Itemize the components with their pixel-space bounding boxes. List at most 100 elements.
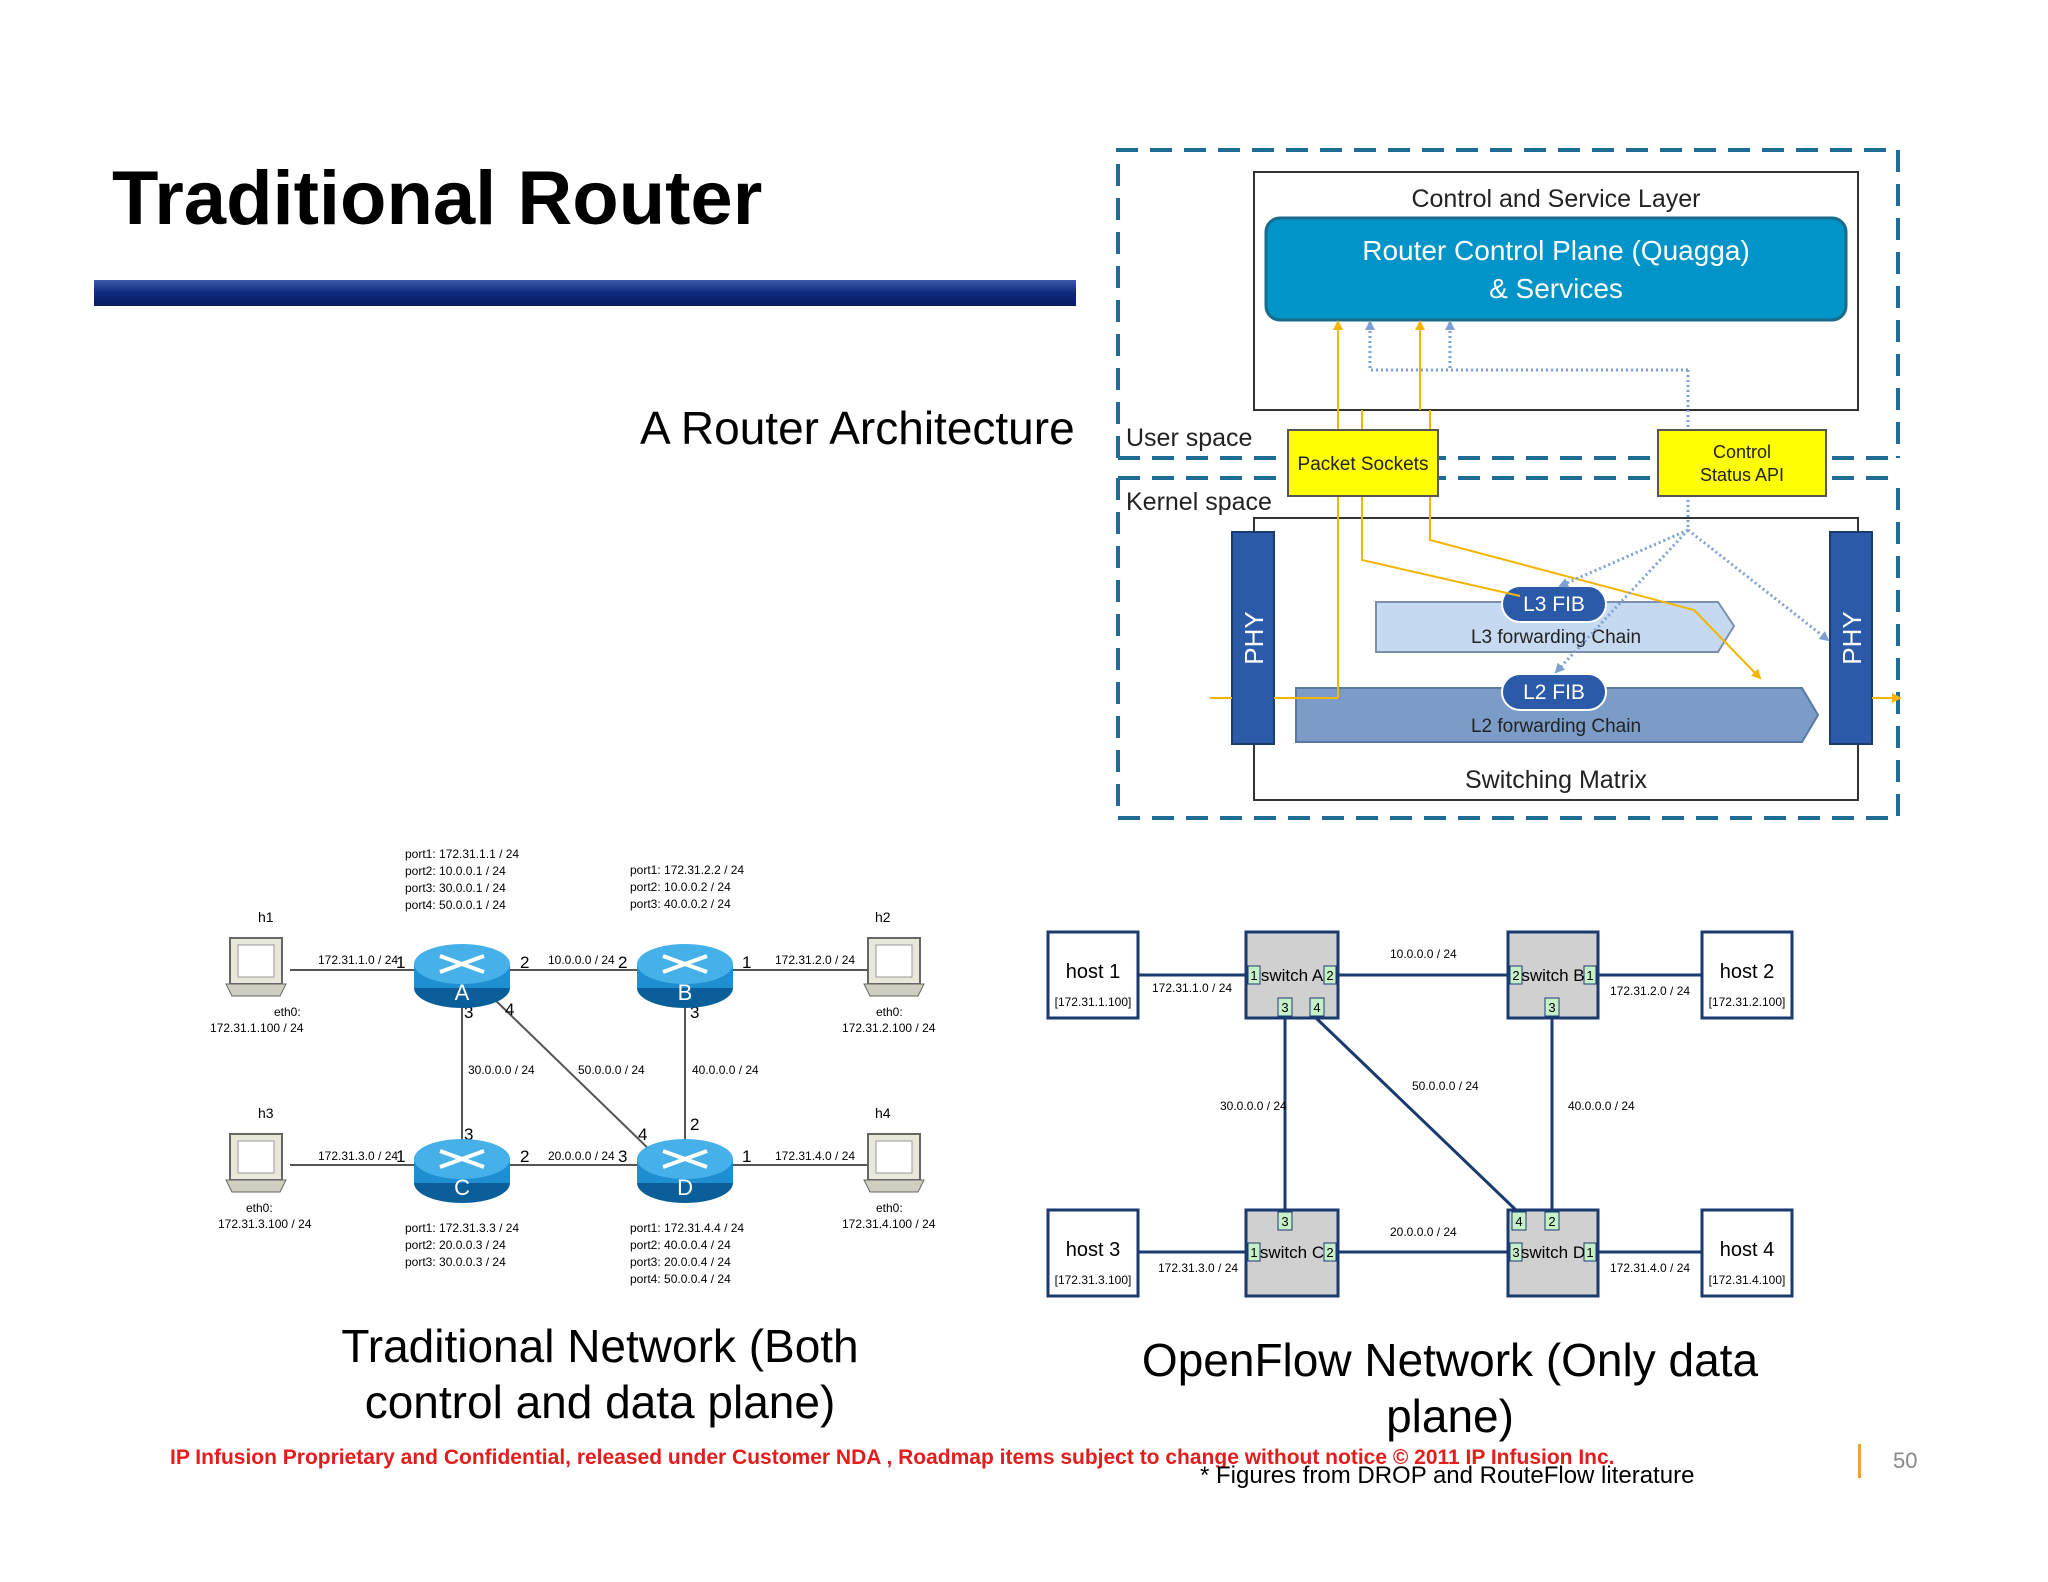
svg-text:host 4: host 4 (1720, 1239, 1774, 1261)
svg-text:3: 3 (1548, 1000, 1555, 1015)
svg-text:switch D: switch D (1521, 1243, 1585, 1262)
svg-text:host 1: host 1 (1066, 961, 1120, 983)
router-d-ports: port1: 172.31.4.4 / 24 port2: 40.0.0.4 /… (630, 1221, 744, 1286)
link-label-a-d: 50.0.0.0 / 24 (578, 1063, 645, 1077)
page-title: Traditional Router (112, 156, 763, 241)
openflow-network-caption: OpenFlow Network (Only data plane) (1120, 1332, 1780, 1444)
l2-fib-label: L2 FIB (1523, 681, 1585, 704)
l2-fib (1501, 673, 1607, 711)
control-plane-label-line2: & Services (1489, 273, 1623, 304)
svg-text:2: 2 (520, 1147, 529, 1166)
svg-text:172.31.1.100 / 24: 172.31.1.100 / 24 (210, 1021, 304, 1035)
svg-text:port1: 172.31.4.4 / 24: port1: 172.31.4.4 / 24 (630, 1221, 744, 1235)
of-link-label-h3-c: 172.31.3.0 / 24 (1158, 1261, 1238, 1275)
svg-text:3: 3 (1281, 1214, 1288, 1229)
architecture-caption: A Router Architecture (640, 402, 1075, 454)
svg-text:4: 4 (1515, 1214, 1522, 1229)
router-control-plane-box (1264, 216, 1848, 322)
host-h2: h2 eth0: 172.31.2.100 / 24 (842, 909, 936, 1035)
svg-text:h1: h1 (258, 909, 274, 925)
svg-text:host 3: host 3 (1066, 1239, 1120, 1261)
traditional-caption-line2: control and data plane) (364, 1376, 836, 1428)
svg-text:[172.31.3.100]: [172.31.3.100] (1055, 1273, 1132, 1287)
svg-text:1: 1 (396, 1147, 405, 1166)
svg-text:1: 1 (1586, 1245, 1593, 1260)
svg-text:2: 2 (1512, 968, 1519, 983)
figures-source-note: * Figures from DROP and RouteFlow litera… (1200, 1462, 1695, 1489)
of-host-1: host 1 [172.31.1.100] (1046, 930, 1140, 1020)
page-number-separator (1858, 1444, 1861, 1478)
svg-text:switch C: switch C (1260, 1243, 1324, 1262)
openflow-network-diagram: 172.31.1.0 / 24 10.0.0.0 / 24 172.31.2.0… (1046, 930, 1794, 1298)
svg-text:1: 1 (1250, 1245, 1257, 1260)
svg-text:2: 2 (1326, 968, 1333, 983)
router-architecture-diagram: Control and Service Layer Router Control… (1116, 148, 1902, 820)
traditional-network-caption: Traditional Network (Both control and da… (300, 1318, 900, 1430)
router-b-ports: port1: 172.31.2.2 / 24 port2: 10.0.0.2 /… (630, 863, 744, 911)
packet-sockets-label: Packet Sockets (1298, 454, 1429, 475)
svg-text:4: 4 (1313, 1000, 1320, 1015)
svg-text:4: 4 (505, 1000, 514, 1019)
kernel-space-label: Kernel space (1126, 488, 1272, 516)
svg-text:h4: h4 (875, 1105, 891, 1121)
of-switch-c: 3 1 2 switch C (1244, 1208, 1340, 1298)
svg-text:eth0:: eth0: (274, 1005, 301, 1019)
svg-text:switch B: switch B (1521, 966, 1584, 985)
traditional-caption-line1: Traditional Network (Both (341, 1320, 859, 1372)
of-host-2: host 2 [172.31.2.100] (1700, 930, 1794, 1020)
switching-matrix-box (1253, 517, 1859, 801)
svg-text:host 2: host 2 (1720, 961, 1774, 983)
svg-text:2: 2 (1326, 1245, 1333, 1260)
svg-text:172.31.3.100 / 24: 172.31.3.100 / 24 (218, 1217, 312, 1231)
svg-text:3: 3 (464, 1125, 473, 1144)
svg-text:3: 3 (1512, 1245, 1519, 1260)
link-label-a-c: 30.0.0.0 / 24 (468, 1063, 535, 1077)
svg-text:switch A: switch A (1261, 966, 1324, 985)
svg-text:2: 2 (690, 1115, 699, 1134)
of-link-label-b-h2: 172.31.2.0 / 24 (1610, 984, 1690, 998)
openflow-caption-line1: OpenFlow Network (Only data (1141, 1334, 1759, 1386)
footer-confidential-notice: IP Infusion Proprietary and Confidential… (170, 1446, 1615, 1469)
control-status-label-line1: Control (1713, 442, 1771, 462)
control-plane-label-line1: Router Control Plane (Quagga) (1362, 235, 1750, 266)
svg-text:port3: 40.0.0.2 / 24: port3: 40.0.0.2 / 24 (630, 897, 731, 911)
svg-text:port2: 10.0.0.2 / 24: port2: 10.0.0.2 / 24 (630, 880, 731, 894)
host-h4: h4 eth0: 172.31.4.100 / 24 (842, 1105, 936, 1231)
packet-sockets-box (1287, 429, 1439, 497)
router-c: C (414, 1139, 510, 1203)
svg-text:eth0:: eth0: (876, 1201, 903, 1215)
of-switch-b: 2 1 3 switch B (1506, 930, 1600, 1020)
link-label-d-h4: 172.31.4.0 / 24 (775, 1149, 855, 1163)
router-b-label: B (678, 980, 693, 1005)
l3-fib (1501, 585, 1607, 623)
router-b: B (637, 944, 733, 1008)
link-label-b-d: 40.0.0.0 / 24 (692, 1063, 759, 1077)
title-underline-bar (94, 280, 1076, 306)
link-label-h3-c: 172.31.3.0 / 24 (318, 1149, 398, 1163)
link-label-h1-a: 172.31.1.0 / 24 (318, 953, 398, 967)
of-link-label-a-c: 30.0.0.0 / 24 (1220, 1099, 1287, 1113)
svg-text:port2: 40.0.0.4 / 24: port2: 40.0.0.4 / 24 (630, 1238, 731, 1252)
of-host-3: host 3 [172.31.3.100] (1046, 1208, 1140, 1298)
svg-text:1: 1 (396, 953, 405, 972)
traditional-links (290, 969, 875, 1166)
of-link-label-d-h4: 172.31.4.0 / 24 (1610, 1261, 1690, 1275)
of-link-label-a-b: 10.0.0.0 / 24 (1390, 947, 1457, 961)
svg-text:3: 3 (464, 1003, 473, 1022)
link-label-a-b: 10.0.0.0 / 24 (548, 953, 615, 967)
svg-text:172.31.2.100 / 24: 172.31.2.100 / 24 (842, 1021, 936, 1035)
svg-text:[172.31.1.100]: [172.31.1.100] (1055, 995, 1132, 1009)
svg-text:2: 2 (1548, 1214, 1555, 1229)
link-label-c-d: 20.0.0.0 / 24 (548, 1149, 615, 1163)
of-link-label-c-d: 20.0.0.0 / 24 (1390, 1225, 1457, 1239)
svg-text:h3: h3 (258, 1105, 274, 1121)
svg-text:port1: 172.31.3.3 / 24: port1: 172.31.3.3 / 24 (405, 1221, 519, 1235)
phy-right-label: PHY (1837, 611, 1867, 664)
l2-forwarding-chain (1295, 687, 1820, 743)
svg-text:h2: h2 (875, 909, 891, 925)
l2-chain-label: L2 forwarding Chain (1471, 716, 1641, 737)
router-d-label: D (677, 1175, 693, 1200)
switching-matrix-label: Switching Matrix (1465, 766, 1647, 794)
router-a-label: A (455, 980, 470, 1005)
openflow-links (1138, 973, 1702, 1254)
